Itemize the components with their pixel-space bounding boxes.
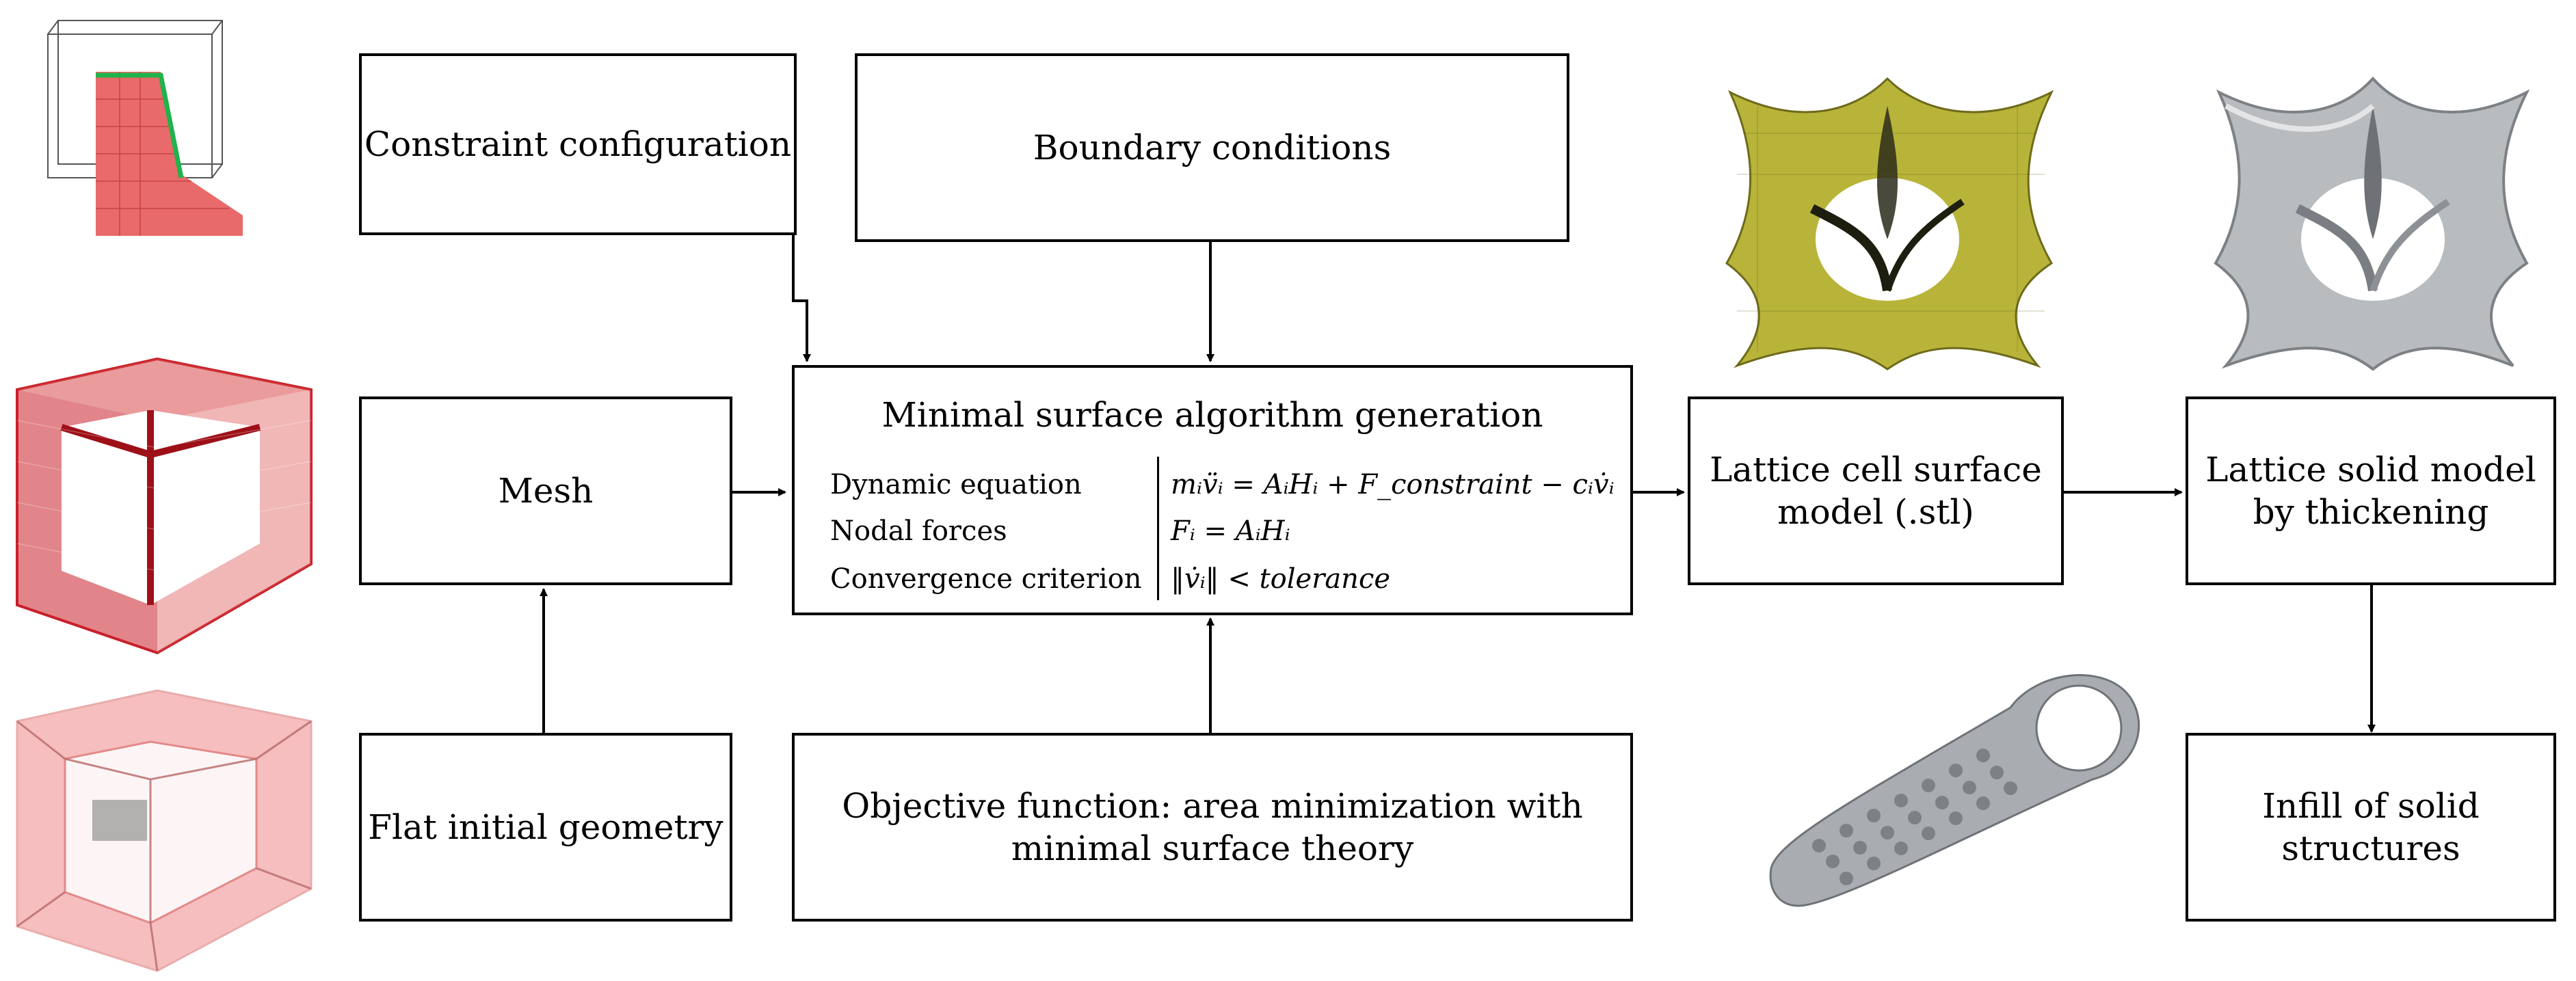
convergence-criterion-formula: ‖v̇ᵢ‖ < tolerance xyxy=(1171,563,1391,595)
arrow-constraint-to-algorithm xyxy=(792,234,811,362)
mesh-box: Mesh xyxy=(359,397,732,585)
constraint-configuration-box: Constraint configuration xyxy=(359,53,797,235)
boundary-conditions-box: Boundary conditions xyxy=(855,53,1569,242)
objective-function-label: Objective function: area minimization wi… xyxy=(842,785,1583,869)
lattice-solid-box: Lattice solid model by thickening xyxy=(2186,397,2556,585)
dynamic-equation-label: Dynamic equation xyxy=(830,469,1082,500)
yellow-minimal-surface-render-icon xyxy=(1725,77,2054,371)
infill-solid-structures-label: Infill of solid structures xyxy=(2262,785,2480,869)
minimal-surface-algorithm-box: Minimal surface algorithm generation Dyn… xyxy=(792,365,1633,615)
lattice-cell-surface-box: Lattice cell surface model (.stl) xyxy=(1688,397,2064,585)
red-mesh-cube-render-icon xyxy=(16,357,313,655)
mesh-label: Mesh xyxy=(498,470,594,511)
flat-initial-geometry-render-icon xyxy=(47,20,243,236)
grey-solid-lattice-render-icon xyxy=(2214,77,2530,371)
equation-divider xyxy=(1157,457,1159,600)
infill-solid-structures-box: Infill of solid structures xyxy=(2186,733,2556,922)
objective-function-box: Objective function: area minimization wi… xyxy=(792,733,1633,922)
convergence-criterion-label: Convergence criterion xyxy=(830,563,1142,595)
nodal-forces-label: Nodal forces xyxy=(830,515,1007,547)
flat-initial-geometry-box: Flat initial geometry xyxy=(359,733,732,922)
constraint-configuration-label: Constraint configuration xyxy=(364,124,792,164)
lattice-infill-part-render-icon xyxy=(1769,674,2140,907)
lattice-cell-surface-label: Lattice cell surface model (.stl) xyxy=(1710,449,2042,533)
dynamic-equation-formula: mᵢv̈ᵢ = AᵢHᵢ + F_constraint − cᵢv̇ᵢ xyxy=(1171,469,1615,500)
lattice-solid-label: Lattice solid model by thickening xyxy=(2205,449,2536,533)
algorithm-title: Minimal surface algorithm generation xyxy=(881,395,1543,435)
transparent-cube-render-icon xyxy=(16,689,313,972)
boundary-conditions-label: Boundary conditions xyxy=(1033,127,1392,167)
nodal-forces-formula: Fᵢ = AᵢHᵢ xyxy=(1171,515,1290,547)
flat-initial-geometry-label: Flat initial geometry xyxy=(368,807,723,847)
